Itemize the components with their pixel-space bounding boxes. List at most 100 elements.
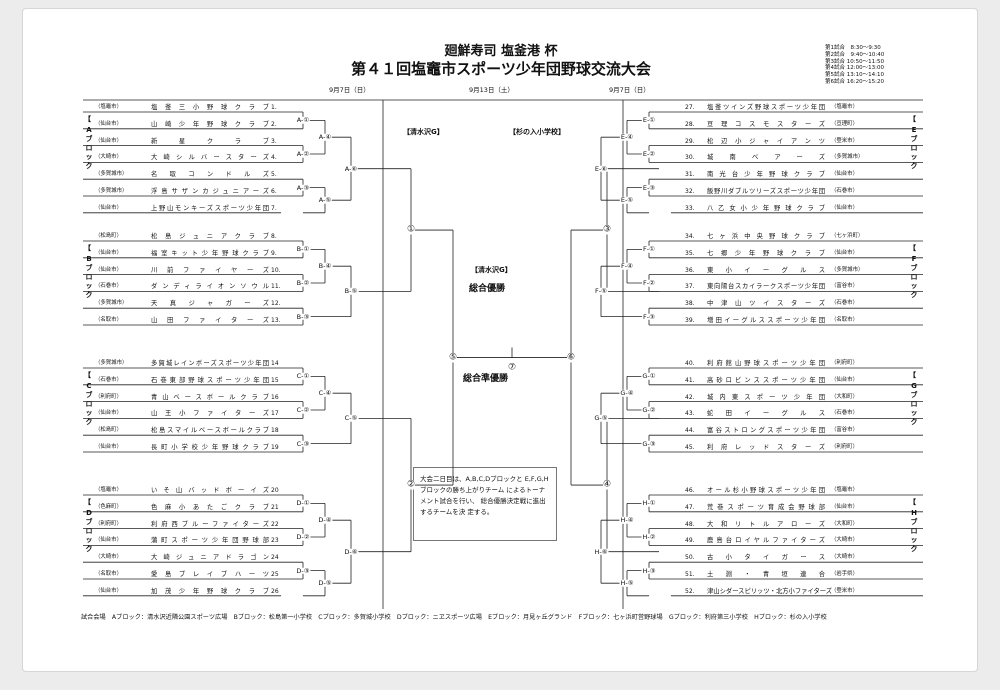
team-seed: 9. — [271, 249, 277, 257]
team-region: （仙台市） — [831, 171, 858, 178]
team-seed: 5. — [271, 171, 277, 179]
team-name: 松島ジュニアクラブ — [151, 233, 269, 240]
team-region: （仙台市） — [95, 120, 122, 127]
team-seed: 35. — [685, 249, 695, 257]
team-name: いそ山バッドボーイズ — [151, 487, 269, 494]
team-seed: 15 — [271, 376, 279, 384]
team-name: 天真ジャガーズ — [151, 300, 269, 308]
team-name: 松辺小ジャイアンツ — [707, 137, 825, 145]
team-region: （仙台市） — [831, 503, 858, 510]
date-left: 9月7日（日） — [329, 86, 370, 94]
match-label: F-③ — [642, 312, 656, 321]
team-region: （大和町） — [831, 520, 858, 527]
team-region: （大崎市） — [831, 537, 858, 544]
team-name: 荒巻スポーツ育成会野球部 — [707, 503, 825, 511]
team-seed: 46. — [685, 487, 695, 494]
rules-note: 大会二日目は、A,B,C,Dブロックと E,F,G,Hブロックの勝ち上がりチーム… — [413, 467, 557, 541]
team-name: 石巻東部野球スポーツ少年団 — [151, 376, 269, 384]
team-seed: 28. — [685, 120, 695, 128]
team-region: （登米市） — [831, 587, 858, 594]
team-seed: 13. — [271, 317, 281, 324]
block-label: Fブロック — [910, 255, 918, 299]
team-seed: 10. — [271, 266, 281, 274]
quarterfinal-label: ② — [406, 479, 416, 490]
block-label: Bブロック — [85, 255, 93, 299]
team-seed: 19 — [271, 444, 279, 451]
match-label: B-④ — [317, 261, 333, 270]
team-seed: 25 — [271, 571, 279, 578]
match-label: H-③ — [641, 566, 657, 575]
team-seed: 14 — [271, 360, 279, 367]
team-name: 名取コンドルズ — [151, 171, 269, 179]
quarterfinal-label: ① — [406, 224, 416, 235]
team-region: （利府町） — [95, 393, 122, 400]
team-name: 山王小ファイターズ — [151, 410, 269, 418]
team-name: 蒲町スポーツ少年団野球部 — [151, 537, 269, 545]
team-seed: 47. — [685, 503, 695, 511]
match-label: F-② — [642, 278, 656, 287]
tournament-title: 第４１回塩竈市スポーツ少年団野球交流大会 — [351, 60, 651, 78]
team-name: 利府館山野球スポーツ少年団 — [707, 360, 825, 367]
champion-label: 総合優勝 — [469, 284, 506, 294]
team-region: （亘理町） — [831, 120, 858, 127]
team-region: （仙台市） — [95, 410, 122, 417]
block-label: Dブロック — [85, 509, 93, 553]
team-name: 山田ファイターズ — [151, 317, 269, 324]
quarterfinal-label: ④ — [602, 479, 612, 490]
match-label: F-④ — [620, 261, 634, 270]
match-label: A-② — [295, 149, 311, 158]
team-name: 中津山ツイスターズ — [707, 300, 825, 308]
match-label: E-⑥ — [593, 164, 609, 173]
team-region: （仙台市） — [95, 587, 122, 594]
quarterfinal-label: ⑤ — [448, 352, 458, 363]
team-region: （色麻町） — [95, 503, 122, 510]
schedule-item: 第6試合 16:20〜15:20 — [825, 79, 884, 85]
final-label: ⑦ — [507, 362, 517, 373]
team-region: （松島町） — [95, 233, 122, 239]
match-label: C-③ — [295, 439, 311, 448]
match-label: B-① — [295, 245, 311, 254]
block-bracket-open: 【 — [909, 371, 916, 379]
block-bracket-open: 【 — [84, 371, 91, 379]
team-name: 津山シダースピリッツ・北方小ファイターズ — [707, 587, 833, 595]
team-name: 城内東スポーツ少年団 — [707, 393, 825, 401]
match-label: B-⑤ — [343, 287, 359, 296]
team-region: （仙台市） — [95, 249, 122, 256]
team-name: 山崎少年野球クラブ — [151, 120, 269, 128]
match-label: E-② — [641, 149, 657, 158]
team-name: 愛島ブレイブハーツ — [151, 571, 269, 578]
team-name: 亘理コスモスターズ — [707, 120, 825, 128]
team-seed: 45. — [685, 444, 695, 451]
team-region: （利府町） — [831, 360, 858, 366]
team-seed: 26 — [271, 587, 279, 595]
match-label: D-② — [295, 532, 311, 541]
team-region: （石巻市） — [831, 410, 858, 417]
team-region: （松島町） — [95, 427, 122, 434]
team-name: 古小タイガース — [707, 554, 825, 562]
team-region: （石巻市） — [831, 300, 858, 307]
team-name: 青山ベースボールクラブ — [151, 393, 269, 401]
match-label: C-④ — [317, 388, 333, 397]
team-name: 城南ベアーズ — [707, 154, 825, 162]
match-label: A-① — [295, 116, 311, 125]
team-name: 七ヶ浜中央野球クラブ — [707, 233, 825, 240]
match-label: H-② — [641, 532, 657, 541]
team-name: 八乙女小少年野球クラブ — [707, 204, 825, 212]
team-name: 増田イーグルススポーツ少年団 — [707, 317, 825, 324]
team-seed: 52. — [685, 587, 695, 595]
team-region: （仙台市） — [831, 249, 858, 256]
match-label: H-⑥ — [593, 547, 609, 556]
team-seed: 18 — [271, 427, 279, 435]
team-seed: 11. — [271, 283, 281, 291]
team-region: （石巻市） — [95, 283, 122, 290]
block-bracket-open: 【 — [909, 115, 916, 123]
match-label: D-④ — [317, 515, 333, 524]
team-seed: 33. — [685, 204, 695, 212]
team-seed: 23 — [271, 537, 279, 545]
match-label: G-④ — [619, 388, 635, 397]
match-label: A-⑤ — [317, 195, 333, 204]
team-seed: 36. — [685, 266, 695, 274]
venue-left: 【清水沢G】 — [403, 128, 444, 136]
quarterfinal-label: ⑥ — [566, 352, 576, 363]
team-seed: 1. — [271, 104, 277, 111]
